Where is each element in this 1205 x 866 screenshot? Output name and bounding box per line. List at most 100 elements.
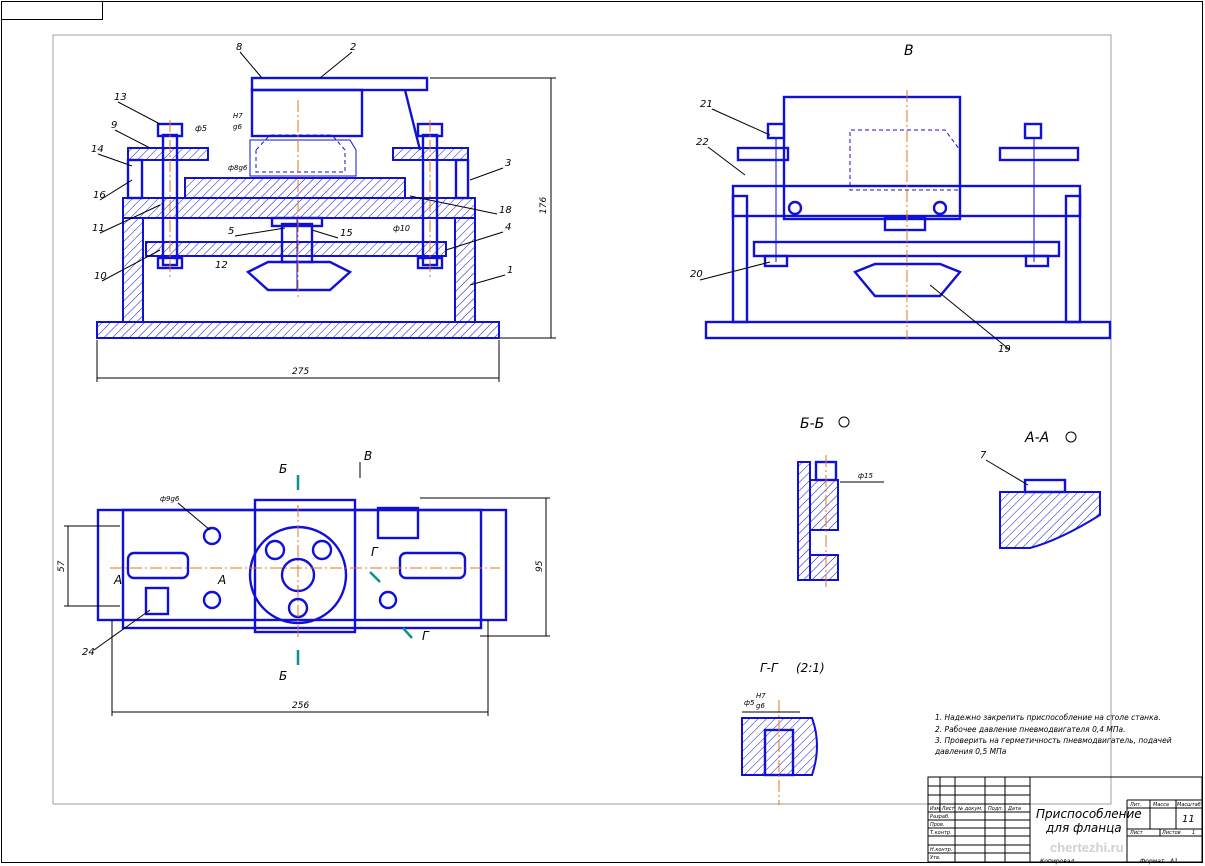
svg-text:57: 57 [57, 560, 67, 572]
svg-text:Б: Б [279, 462, 287, 476]
callout-22: 22 [696, 137, 709, 148]
callout-4: 4 [505, 222, 511, 233]
lower-beam [145, 241, 447, 257]
svg-text:Утв.: Утв. [930, 855, 941, 861]
callout-9: 9 [111, 120, 117, 131]
view-v: В 21 22 20 19 [690, 43, 1112, 355]
svg-text:Дата: Дата [1007, 806, 1021, 812]
svg-text:Копировал: Копировал [1040, 858, 1074, 865]
section-aa: А-А 7 [980, 430, 1101, 549]
callout-11: 11 [92, 223, 105, 234]
top-left-stamp [1, 1, 103, 20]
svg-text:ф8g6: ф8g6 [228, 164, 248, 172]
v-body [782, 95, 962, 221]
svg-text:H7: H7 [233, 112, 243, 120]
top-bracket [250, 76, 429, 92]
left-clamp-post [126, 158, 144, 200]
svg-text:1. Надежно закрепить приспособ: 1. Надежно закрепить приспособление на с… [935, 713, 1161, 722]
pneumatic-cylinder [245, 260, 353, 292]
callout-16: 16 [93, 190, 106, 201]
callout-13: 13 [114, 92, 127, 103]
title-block: Изм Лист Разраб. Пров. Т.контр. Н.контр.… [927, 776, 1203, 865]
right-clamp-post [454, 158, 470, 200]
svg-text:Лист: Лист [1129, 830, 1144, 836]
svg-text:давления 0,5 МПа: давления 0,5 МПа [934, 747, 1007, 756]
svg-text:ф10: ф10 [393, 224, 410, 233]
svg-text:Изм Лист: Изм Лист [930, 806, 956, 812]
svg-text:ф5: ф5 [744, 699, 755, 707]
svg-text:Листов: Листов [1161, 830, 1181, 836]
callout-21: 21 [700, 99, 713, 110]
base-plate [96, 321, 500, 339]
right-leg [454, 217, 476, 323]
dim-length-bottom: 256 [292, 701, 309, 711]
svg-text:Пров.: Пров. [930, 822, 945, 828]
svg-text:Б: Б [279, 669, 287, 683]
view-v-label: В [904, 43, 914, 59]
callout-5: 5 [228, 226, 234, 237]
svg-text:Лит.: Лит. [1129, 802, 1142, 808]
svg-text:1: 1 [1192, 830, 1195, 836]
svg-text:2. Рабочее давление пневмодвиг: 2. Рабочее давление пневмодвигателя 0,4 … [935, 725, 1125, 734]
title-line-1: Приспособление [1036, 807, 1142, 821]
v-clamp-left [736, 146, 790, 162]
title-line-2: для фланца [1045, 821, 1122, 835]
svg-text:Подп.: Подп. [988, 806, 1003, 812]
svg-text:А: А [217, 573, 226, 587]
svg-text:Т.контр.: Т.контр. [930, 830, 952, 836]
watermark: chertezhi.ru [1050, 840, 1124, 855]
svg-text:g6: g6 [756, 702, 765, 710]
svg-text:Г: Г [371, 545, 379, 559]
left-clamp-arm [127, 147, 209, 161]
callout-15: 15 [340, 228, 353, 239]
v-frame-right [1064, 194, 1082, 324]
workpiece-flange [255, 134, 346, 173]
section-gg-label: Г-Г [760, 661, 779, 675]
callout-2: 2 [350, 42, 356, 53]
plan-view: Б Б В А А Г Г 256 57 95 ф9g6 24 [57, 449, 550, 716]
technical-notes: 1. Надежно закрепить приспособление на с… [934, 713, 1172, 756]
plan-flange-housing [253, 498, 357, 634]
plan-clamp-right [398, 551, 467, 580]
section-bb: Б-Б ф15 [797, 416, 884, 590]
svg-text:Н.контр.: Н.контр. [930, 847, 952, 853]
callout-19: 19 [998, 344, 1011, 355]
v-frame-left [731, 194, 749, 324]
v-clamp-right [998, 146, 1080, 162]
svg-text:А: А [113, 573, 122, 587]
svg-text:(2:1): (2:1) [796, 661, 825, 675]
section-bb-label: Б-Б [800, 416, 824, 432]
callout-1: 1 [507, 265, 513, 276]
callout-12: 12 [215, 260, 228, 271]
svg-text:Масса: Масса [1153, 802, 1169, 808]
v-pneumatic-cylinder [853, 262, 962, 298]
svg-text:3. Проверить на герметичность: 3. Проверить на герметичность пневмодвиг… [935, 736, 1172, 745]
callout-24: 24 [82, 647, 95, 658]
svg-text:95: 95 [535, 560, 545, 572]
front-view: 275 176 ф5 H7 g6 ф8g6 ф10 8 2 13 9 1 4 16… [91, 42, 556, 382]
section-aa-label: А-А [1024, 430, 1049, 446]
plan-body [121, 508, 483, 630]
clamp-table [184, 177, 406, 199]
svg-text:ф5: ф5 [195, 124, 207, 133]
callout-10: 10 [94, 271, 107, 282]
sheet-number: 11 [1182, 814, 1195, 825]
callout-7: 7 [980, 450, 987, 461]
dim-length-top: 275 [292, 367, 309, 377]
v-base-plate [704, 320, 1112, 340]
dim-height: 176 [539, 197, 549, 214]
svg-text:Г: Г [422, 629, 430, 643]
callout-3: 3 [505, 158, 511, 169]
section-gg: Г-Г (2:1) ф5 H7 g6 [741, 661, 825, 805]
svg-text:g6: g6 [233, 123, 242, 131]
svg-text:ф9g6: ф9g6 [160, 495, 180, 503]
callout-8: 8 [236, 42, 242, 53]
svg-text:Формат: Формат [1140, 858, 1165, 865]
callout-18: 18 [499, 205, 512, 216]
svg-text:В: В [364, 449, 372, 463]
svg-text:А1: А1 [1169, 858, 1178, 865]
svg-text:Масштаб: Масштаб [1177, 802, 1201, 808]
svg-text:ф15: ф15 [858, 472, 873, 480]
